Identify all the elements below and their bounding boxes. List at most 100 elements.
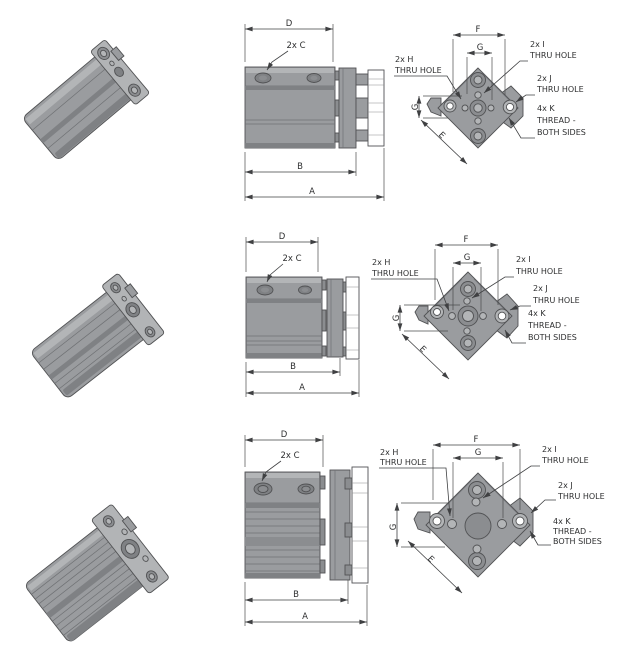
row-2-mounting-plate — [345, 276, 360, 360]
callout-k-qty: 4x K — [528, 309, 546, 318]
dim-g-top-label: G — [464, 253, 471, 263]
dim-f-label: F — [476, 25, 481, 35]
callout-i-qty: 2x I — [516, 255, 531, 264]
callout-j-note: THRU HOLE — [532, 296, 580, 305]
callout-j-qty: 2x J — [537, 74, 552, 83]
dim-d-label: D — [286, 19, 293, 29]
row-1-dim-g-top: G — [466, 43, 493, 100]
dim-g-left-label: G — [389, 524, 399, 531]
row-3-isometric-view — [25, 504, 169, 642]
row-1-callout-j: 2x J THRU HOLE — [515, 74, 584, 103]
callout-i-qty: 2x I — [530, 40, 545, 49]
callout-k-note1: THREAD - — [536, 116, 576, 125]
callout-k-note2: BOTH SIDES — [553, 537, 602, 546]
row-3-side-view: D 2x C B A — [244, 430, 369, 626]
row-1-dim-a: A — [245, 148, 385, 201]
dim-e-label: E — [417, 344, 428, 355]
row-2-dim-d: D — [245, 232, 319, 272]
row-2-callout-i: 2x I THRU HOLE — [471, 255, 563, 299]
row-2-callout-k: 4x K THREAD - BOTH SIDES — [504, 309, 577, 344]
dim-e-label: E — [425, 554, 436, 565]
callout-h-qty: 2x H — [380, 448, 398, 457]
row-1-callout-h: 2x H THRU HOLE — [394, 55, 462, 100]
callout-j-note: THRU HOLE — [536, 85, 584, 94]
row-1-mounting-plate — [367, 69, 385, 147]
row-1-end-view: F G G E 2x H THRU HOLE — [394, 25, 586, 165]
dim-f-label: F — [474, 435, 479, 445]
row-1-dim-f: F — [452, 25, 506, 95]
callout-h-qty: 2x H — [372, 258, 390, 267]
row-3-callout-h: 2x H THRU HOLE — [379, 448, 452, 517]
dim-g-top-label: G — [477, 43, 484, 53]
row-3-dim-f: F — [432, 435, 521, 510]
dim-a-label: A — [309, 187, 315, 197]
callout-c-label: 2x C — [280, 451, 299, 461]
row-3-mounting-plate — [351, 466, 369, 584]
callout-h-note: THRU HOLE — [394, 66, 442, 75]
row-3-dim-a: A — [245, 585, 368, 626]
dim-f-label: F — [464, 235, 469, 245]
callout-i-note: THRU HOLE — [529, 51, 577, 60]
dim-b-label: B — [297, 162, 303, 172]
row-1: D 2x C B A — [24, 19, 586, 201]
callout-j-qty: 2x J — [533, 284, 548, 293]
row-2-side-view: D 2x C B A — [245, 232, 360, 397]
dim-g-left-label: G — [411, 104, 421, 111]
callout-i-qty: 2x I — [542, 445, 557, 454]
row-2-dim-g-left: G — [392, 304, 460, 332]
callout-c-label: 2x C — [286, 41, 305, 51]
dim-b-label: B — [293, 590, 299, 600]
row-3-dim-g-top: G — [452, 448, 504, 518]
row-3-callout-j: 2x J THRU HOLE — [530, 481, 605, 514]
row-2-side-part — [245, 276, 360, 360]
row-3-dim-b: B — [244, 580, 349, 626]
row-3-callout-i: 2x I THRU HOLE — [482, 445, 589, 499]
row-3-dim-e: E — [407, 540, 463, 594]
row-2-end-view: F G G E 2x H THRU HOLE — [371, 235, 580, 380]
row-1-callout-i: 2x I THRU HOLE — [483, 40, 577, 94]
row-2-callout-j: 2x J THRU HOLE — [509, 284, 580, 311]
dim-g-top-label: G — [475, 448, 482, 458]
callout-k-note1: THREAD - — [552, 527, 592, 536]
callout-j-qty: 2x J — [558, 481, 573, 490]
callout-h-note: THRU HOLE — [379, 458, 427, 467]
row-1-dim-d: D — [244, 19, 334, 62]
row-2-isometric-view — [31, 273, 165, 398]
row-3-dim-d: D — [244, 430, 324, 467]
callout-k-qty: 4x K — [537, 104, 555, 113]
dim-b-label: B — [290, 362, 296, 372]
callout-h-qty: 2x H — [395, 55, 413, 64]
callout-k-note2: BOTH SIDES — [537, 128, 586, 137]
dim-a-label: A — [302, 612, 308, 622]
row-3-callout-k: 4x K THREAD - BOTH SIDES — [529, 517, 602, 546]
row-1-callout-k: 4x K THREAD - BOTH SIDES — [508, 104, 586, 139]
row-1-isometric-view — [24, 40, 150, 159]
callout-j-note: THRU HOLE — [557, 492, 605, 501]
row-2-end-part — [414, 271, 519, 361]
dim-a-label: A — [299, 383, 305, 393]
dim-d-label: D — [281, 430, 288, 440]
row-2-callout-h: 2x H THRU HOLE — [371, 258, 450, 312]
row-1-dim-b: B — [244, 152, 357, 201]
callout-k-note2: BOTH SIDES — [528, 333, 577, 342]
row-3: D 2x C B A — [25, 430, 605, 642]
dim-d-label: D — [279, 232, 286, 242]
dim-g-left-label: G — [392, 315, 402, 322]
row-2-callout-c: 2x C — [266, 254, 302, 283]
row-2-dim-e: E — [401, 333, 450, 380]
row-2-dim-a: A — [246, 360, 360, 397]
row-1-side-view: D 2x C B A — [244, 19, 385, 201]
row-2-dim-f: F — [434, 235, 499, 305]
callout-k-note1: THREAD - — [527, 321, 567, 330]
callout-i-note: THRU HOLE — [515, 267, 563, 276]
callout-h-note: THRU HOLE — [371, 269, 419, 278]
callout-i-note: THRU HOLE — [541, 456, 589, 465]
dim-e-label: E — [436, 130, 447, 141]
row-1-side-part — [244, 66, 385, 149]
row-1-dim-e: E — [420, 119, 468, 165]
row-2-dim-b: B — [245, 358, 341, 397]
callout-k-qty: 4x K — [553, 517, 571, 526]
row-3-side-part — [244, 466, 369, 584]
